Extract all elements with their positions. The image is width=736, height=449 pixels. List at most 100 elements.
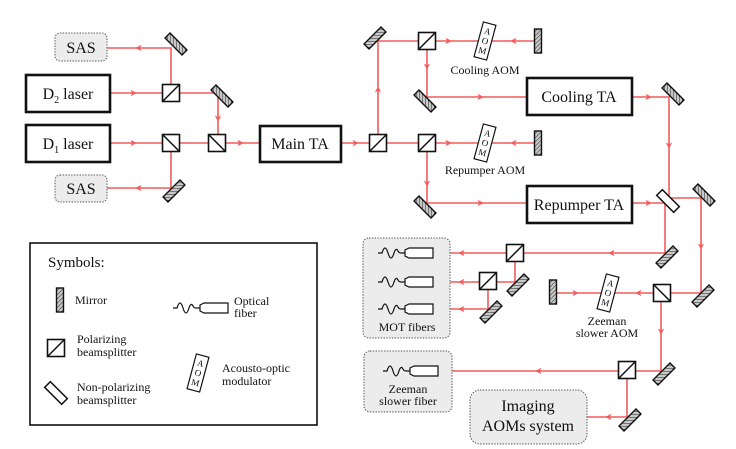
main-ta-label: Main TA [271,136,329,153]
legend-fiber-label-line2: fiber [234,306,257,320]
laser-beam [433,281,489,310]
mirror [479,300,503,324]
laser-beam [587,371,628,418]
aom-glyph-letter: O [481,137,490,148]
pbs-combiner [207,133,227,153]
aom-glyph-letter: A [606,278,615,289]
zeeman-fiber-label-line2: slower fiber [379,394,437,408]
pbs-repumper-aom [417,133,437,153]
mirror-retro-repumper [533,130,543,156]
zeeman-slower-fiber-box: Zeeman slower fiber [363,350,453,413]
mirror [164,32,188,56]
mirror [661,82,685,106]
laser-beam [426,143,527,204]
legend: Symbols: Mirror Polarizing beamsplitter … [29,242,318,426]
legend-aom-icon: A O M [186,353,210,393]
repumper-ta-box: Repumper TA [525,184,634,225]
cooling-ta-box: Cooling TA [525,76,634,117]
legend-title: Symbols: [48,255,105,271]
legend-pbs-label-line2: beamsplitter [77,345,136,359]
laser-beam [426,41,527,98]
cooling-aom: A O M [473,21,497,61]
npbs-repumper-combiner [655,188,681,214]
legend-aom-label-line2: modulator [222,374,271,388]
d2-laser-suffix: laser [59,86,94,103]
pbs-cooling-aom [417,31,437,51]
pbs-imaging [617,360,637,380]
pbs-after-main-ta [368,133,388,153]
repumper-ta-label: Repumper TA [534,197,625,214]
mirror [655,245,679,269]
laser-beam [632,96,670,202]
legend-npbs-label-line2: beamsplitter [77,393,136,407]
d2-laser-label: D2 laser [43,86,94,106]
imaging-label-line2: AOMs system [482,418,575,435]
pbs-mot-1 [505,243,525,263]
zeeman-aom-label-line2: slower AOM [576,326,639,340]
pbs-zeeman-aom [652,283,672,303]
aom-glyph-letter: M [477,45,487,57]
d1-laser-subscript: 1 [54,145,59,156]
cooling-aom-label: Cooling AOM [450,63,519,77]
aom-glyph-letter: A [483,128,492,139]
legend-fiber-label-line1: Optical [234,294,270,308]
zeeman-aom-label-line1: Zeeman [588,314,627,328]
aom-glyph-letter: O [194,367,203,378]
legend-pbs-label-line1: Polarizing [77,332,126,346]
mirror [652,362,676,386]
mirror [691,284,715,308]
mirror [413,89,437,113]
mirror [413,195,437,219]
d1-laser-prefix: D [43,136,55,153]
mirror [618,408,642,432]
sas-top-label: SAS [66,40,95,57]
aom-glyph-letter: O [481,35,490,46]
d1-laser-suffix: laser [59,136,94,153]
laser-beam [107,143,172,189]
pbs-mot-2 [478,271,498,291]
pbs-d2 [161,83,181,103]
legend-aom-label-line1: Acousto-optic [222,361,290,375]
mot-fibers-label: MOT fibers [379,320,436,334]
legend-mirror-label: Mirror [75,293,107,307]
mirror-retro-cooling [533,28,543,54]
mirror [692,183,716,207]
mirror [363,26,387,50]
laser-beam [438,293,662,372]
aom-glyph-letter: O [604,287,613,298]
main-ta-box: Main TA [258,124,343,164]
aom-glyph-letter: M [477,147,487,159]
aom-glyph-letter: M [190,377,200,389]
legend-pbs-icon [46,338,66,358]
d1-laser-label: D1 laser [43,136,94,156]
sas-bottom-box: SAS [54,174,108,203]
laser-beam [377,40,538,143]
mirror [506,273,530,297]
zeeman-aom: A O M [596,273,620,313]
zeeman-fiber-label-line1: Zeeman [389,382,428,396]
mot-fibers-box: MOT fibers [362,237,451,339]
aom-glyph-letter: A [196,358,205,369]
d2-laser-prefix: D [43,86,55,103]
d1-laser-box: D1 laser [24,123,112,164]
legend-npbs-icon [43,380,69,406]
cooling-ta-label: Cooling TA [541,89,617,106]
d2-laser-subscript: 2 [54,95,59,106]
sas-top-box: SAS [54,32,108,62]
mirror-retro-zeeman [548,279,558,305]
mirror [162,179,186,203]
d2-laser-box: D2 laser [24,73,112,114]
imaging-label-line1: Imaging [501,398,554,415]
imaging-aoms-box: Imaging AOMs system [469,389,588,445]
pbs-d1 [161,133,181,153]
legend-npbs-label-line1: Non-polarizing [77,380,150,394]
repumper-aom-label: Repumper AOM [445,163,526,177]
laser-beam [107,47,172,93]
legend-mirror-icon [55,287,65,313]
sas-bottom-label: SAS [66,181,95,198]
aom-glyph-letter: M [600,297,610,309]
mirror [210,84,234,108]
repumper-aom: A O M [473,123,497,163]
aom-glyph-letter: A [483,26,492,37]
